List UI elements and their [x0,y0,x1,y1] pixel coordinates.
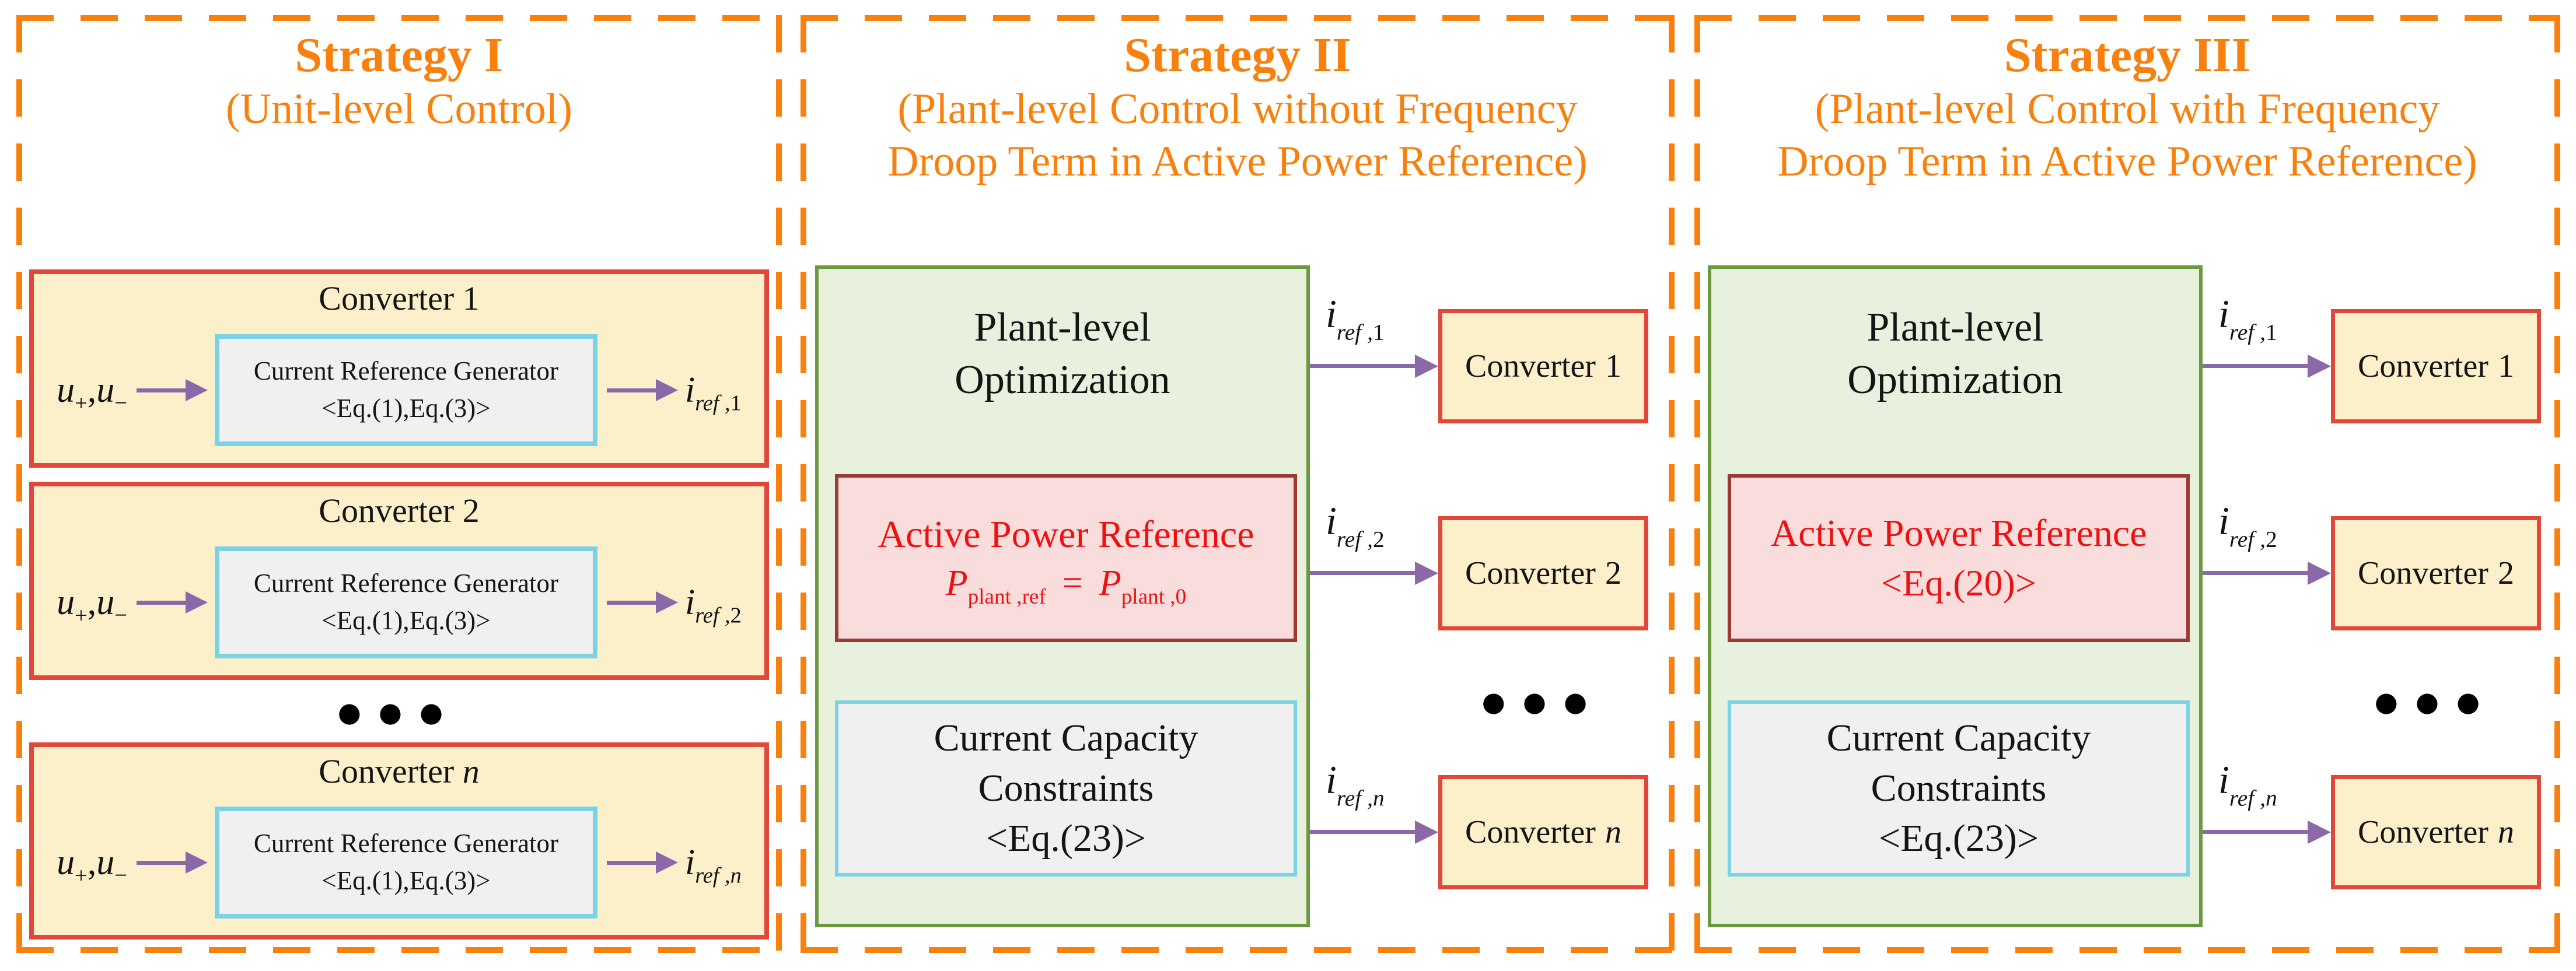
output-current-label: iref ,2 [2218,499,2277,552]
panel-border-bottom [1694,947,2560,953]
current-capacity-constraints-box: Current Capacity Constraints <Eq.(23)> [1728,700,2190,877]
converter-title: Converter n [319,752,480,790]
active-power-reference-title: Active Power Reference [1770,512,2147,555]
constraints-title: Current Capacity Constraints [934,717,1198,810]
panel-border-left [801,15,806,953]
active-power-reference-title: Active Power Reference [878,513,1254,556]
panel-border-right [776,15,782,953]
converter-signal-row: u+,u− Current Reference Generator <Eq.(1… [37,796,761,929]
crg-equation-ref: <Eq.(1),Eq.(3)> [321,606,491,635]
panel-title: Strategy II [1124,28,1351,82]
arrow-right-icon [136,388,186,392]
panel-subtitle-line: Droop Term in Active Power Reference) [1777,138,2477,186]
panel-header: Strategy II (Plant-level Control without… [801,28,1675,188]
panel-border-top [1694,15,2560,21]
panel-strategy-2: Strategy II (Plant-level Control without… [801,15,1675,953]
current-reference-generator-box: Current Reference Generator <Eq.(1),Eq.(… [214,807,597,919]
plant-optimization-title: Plant-level Optimization [955,305,1170,402]
constraints-equation-ref: <Eq.(23)> [985,816,1147,860]
arrow-right-icon [2203,364,2308,368]
panel-border-right [2554,15,2560,953]
ellipsis-dots: ●●● [1481,686,1605,717]
current-capacity-constraints-box: Current Capacity Constraints <Eq.(23)> [835,700,1297,877]
arrow-right-icon [136,600,186,605]
ellipsis-dots: ●●● [337,696,461,728]
active-power-reference-box: Active Power Reference Pplant ,ref=Pplan… [835,474,1297,642]
panel-border-top [801,15,1675,21]
output-current-label: iref ,1 [2218,292,2277,345]
input-voltage-label: u+,u− [57,370,127,416]
arrow-right-icon [606,860,656,865]
output-current-label: iref ,n [2218,758,2277,811]
constraints-title: Current Capacity Constraints [1826,717,2091,810]
converter-unit-box-1: Converter 1 u+,u− Current Reference Gene… [29,269,769,468]
input-voltage-label: u+,u− [57,842,127,888]
current-reference-generator-box: Current Reference Generator <Eq.(1),Eq.(… [214,334,597,446]
panel-border-top [16,15,782,21]
panel-subtitle-line: Droop Term in Active Power Reference) [887,138,1588,186]
converter-unit-box-2: Converter 2 u+,u− Current Reference Gene… [29,482,769,680]
active-power-reference-equation-ref: <Eq.(20)> [1881,562,2036,604]
panel-border-bottom [801,947,1675,953]
panel-strategy-1: Strategy I (Unit-level Control) Converte… [16,15,782,953]
arrow-right-icon [1310,571,1415,575]
panel-border-bottom [16,947,782,953]
panel-border-left [16,15,22,953]
constraints-equation-ref: <Eq.(23)> [1878,816,2039,860]
converter-signal-row: u+,u− Current Reference Generator <Eq.(1… [37,535,761,669]
crg-label: Current Reference Generator [253,569,559,598]
output-current-label: iref ,2 [684,582,742,628]
panel-subtitle-line: (Unit-level Control) [226,85,572,134]
crg-label: Current Reference Generator [253,356,559,386]
ellipsis-dots: ●●● [2374,686,2498,717]
active-power-reference-formula: Pplant ,ref=Pplant ,0 [945,563,1187,609]
plant-optimization-title: Plant-level Optimization [1847,305,2063,402]
arrow-right-icon [606,388,656,392]
plant-level-optimization-box: Plant-level Optimization Active Power Re… [1708,265,2203,927]
crg-label: Current Reference Generator [253,829,559,858]
arrow-right-icon [2203,571,2308,575]
output-current-label: iref ,1 [684,370,742,416]
panel-subtitle-line: (Plant-level Control without Frequency [897,85,1578,134]
output-current-label: iref ,1 [1326,292,1385,345]
crg-equation-ref: <Eq.(1),Eq.(3)> [321,866,491,895]
panel-border-left [1694,15,1700,953]
converter-unit-box-n: Converter n u+,u− Current Reference Gene… [29,742,769,940]
output-current-label: iref ,n [684,842,742,888]
panel-title: Strategy III [2004,28,2251,82]
panel-title: Strategy I [295,28,504,82]
panel-header: Strategy III (Plant-level Control with F… [1694,28,2560,188]
converter-signal-row: u+,u− Current Reference Generator <Eq.(1… [37,323,761,457]
arrow-right-icon [1310,364,1415,368]
converter-title: Converter 1 [319,279,480,317]
output-current-label: iref ,2 [1326,499,1385,552]
panel-subtitle-line: (Plant-level Control with Frequency [1815,85,2440,134]
crg-equation-ref: <Eq.(1),Eq.(3)> [321,394,491,423]
arrow-right-icon [136,860,186,865]
arrow-right-icon [2203,830,2308,834]
panel-header: Strategy I (Unit-level Control) [16,28,782,135]
current-reference-generator-box: Current Reference Generator <Eq.(1),Eq.(… [214,546,597,658]
arrow-right-icon [606,600,656,605]
input-voltage-label: u+,u− [57,582,127,628]
arrow-right-icon [1310,830,1415,834]
active-power-reference-box: Active Power Reference <Eq.(20)> [1728,474,2190,642]
output-current-label: iref ,n [1326,758,1385,811]
panel-border-right [1669,15,1675,953]
panel-strategy-3: Strategy III (Plant-level Control with F… [1694,15,2560,953]
converter-title: Converter 2 [319,492,480,530]
plant-level-optimization-box: Plant-level Optimization Active Power Re… [815,265,1310,927]
